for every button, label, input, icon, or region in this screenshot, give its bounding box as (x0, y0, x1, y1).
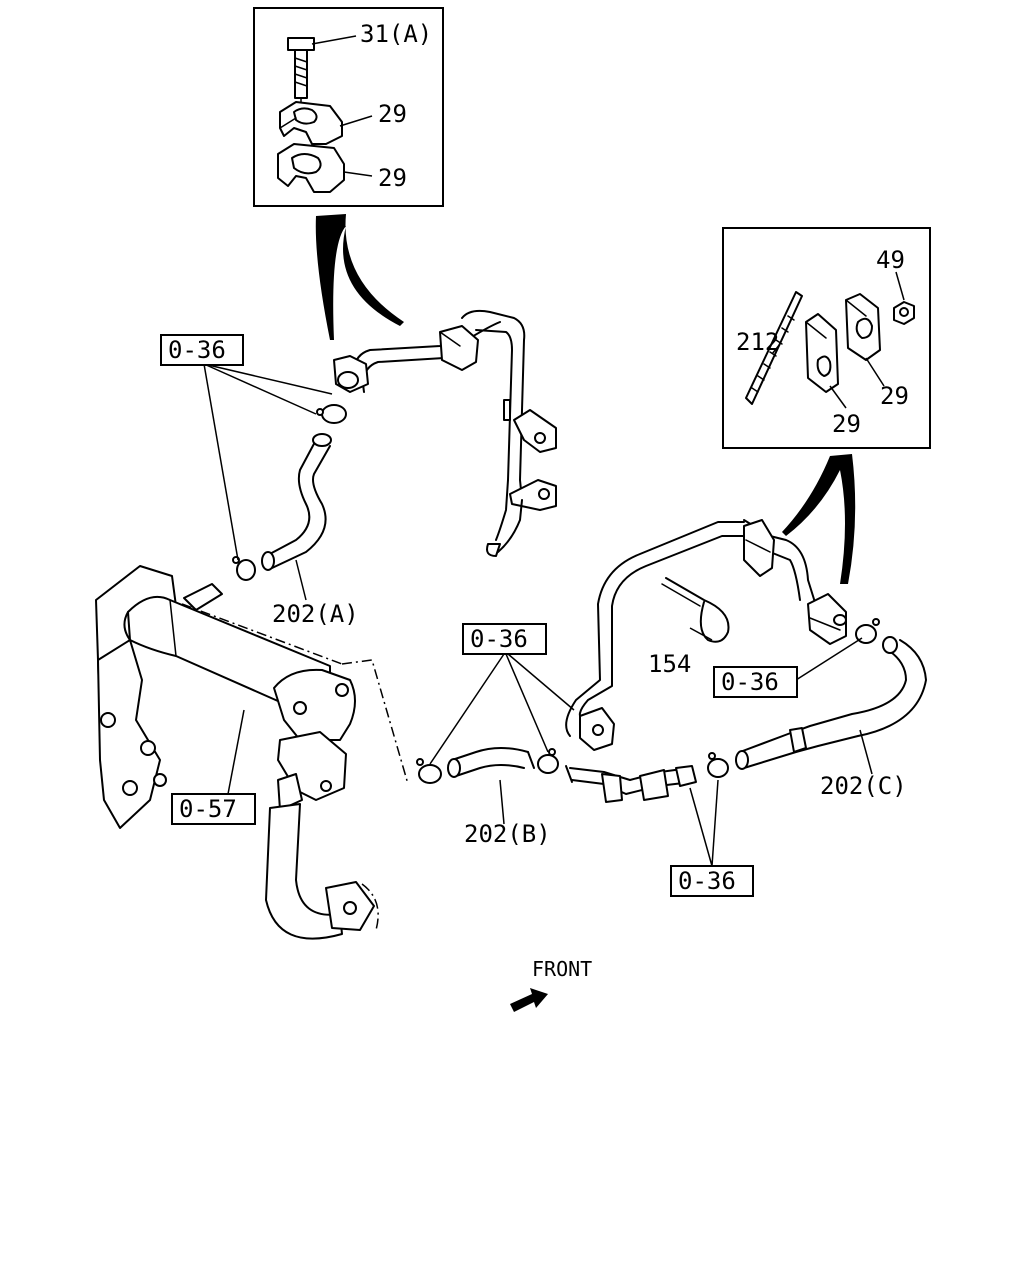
hose-202b (416, 747, 559, 784)
clamp-29-lower (277, 143, 345, 193)
clamp-29-right-a (805, 313, 839, 393)
ref-box-036-left: 0-36 (160, 334, 244, 366)
svg-text:0-36: 0-36 (721, 668, 779, 696)
label-202b: 202(B) (464, 820, 551, 848)
upper-pipe-assembly (333, 309, 557, 557)
svg-text:0-36: 0-36 (168, 336, 226, 364)
leader-lines (203, 363, 873, 867)
svg-text:0-36: 0-36 (678, 867, 736, 895)
label-202c: 202(C) (820, 772, 907, 800)
stud-212 (745, 291, 803, 405)
svg-text:0-36: 0-36 (470, 625, 528, 653)
ref-box-036-center: 0-36 (462, 623, 547, 655)
right-main-pipe (565, 519, 847, 751)
label-31a: 31(A) (360, 20, 432, 48)
hose-202a (232, 404, 347, 581)
label-202a: 202(A) (272, 600, 359, 628)
label-29-upper: 29 (378, 100, 407, 128)
label-154: 154 (648, 650, 691, 678)
callout-wedge-upper (315, 214, 404, 340)
clamp-29-upper (279, 101, 343, 145)
callout-wedge-right (782, 454, 856, 584)
nut-49 (893, 301, 915, 325)
svg-text:0-57: 0-57 (179, 795, 237, 823)
label-29-right-a: 29 (832, 410, 861, 438)
clamp-29-right-b (845, 293, 881, 361)
ref-box-057: 0-57 (171, 793, 256, 825)
hose-202c (735, 618, 927, 770)
label-29-right-b: 29 (880, 382, 909, 410)
front-indicator: FRONT (510, 957, 592, 1012)
ref-box-036-right: 0-36 (713, 666, 798, 698)
egr-cooler (95, 565, 379, 940)
front-label: FRONT (532, 957, 592, 981)
front-arrow-icon (510, 988, 548, 1012)
label-29-lower: 29 (378, 164, 407, 192)
ref-box-036-bottom: 0-36 (670, 865, 754, 897)
label-49: 49 (876, 246, 905, 274)
label-212: 212 (736, 328, 779, 356)
centerline-cooler (181, 603, 343, 665)
cable-tie-154 (661, 577, 730, 643)
detail-inset-right: 49 212 29 29 (722, 227, 931, 449)
bolt-31a (287, 37, 315, 113)
centerline (341, 659, 409, 785)
connector-pipe (565, 752, 729, 803)
detail-inset-upper: 31(A) 29 29 (253, 7, 444, 207)
